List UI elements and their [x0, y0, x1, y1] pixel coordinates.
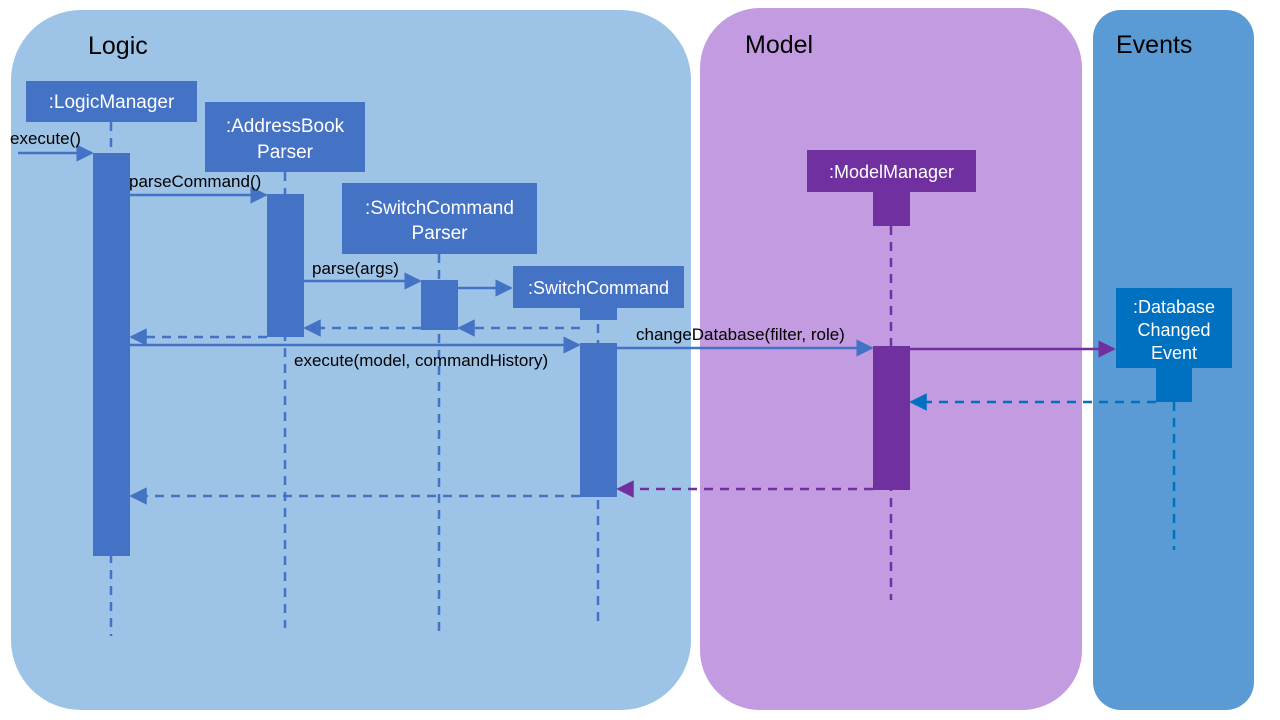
- participant-address-book-parser: :AddressBook Parser: [205, 102, 365, 172]
- address-book-parser-label-line1: :AddressBook: [226, 116, 345, 137]
- switch-command-parser-label-line1: :SwitchCommand: [365, 198, 514, 219]
- label-execute: execute(): [10, 129, 81, 148]
- label-parse-command: parseCommand(): [129, 172, 261, 191]
- database-changed-event-label-line2: Changed: [1137, 320, 1210, 340]
- model-manager-label: :ModelManager: [829, 162, 954, 182]
- activation-address-book-parser: [267, 194, 304, 337]
- activation-switch-command-execute: [580, 343, 617, 497]
- activation-model-manager: [873, 346, 910, 490]
- activation-database-changed-event: [1156, 368, 1192, 402]
- activation-logic-manager: [93, 153, 130, 556]
- switch-command-label: :SwitchCommand: [528, 278, 669, 298]
- activation-model-manager-head: [873, 192, 910, 226]
- label-parse-args: parse(args): [312, 259, 399, 278]
- participant-switch-command-parser: :SwitchCommand Parser: [342, 183, 537, 254]
- events-title: Events: [1116, 31, 1192, 59]
- label-execute-model: execute(model, commandHistory): [294, 351, 548, 370]
- database-changed-event-label-line3: Event: [1151, 343, 1197, 363]
- logic-title: Logic: [88, 32, 148, 60]
- participant-logic-manager: :LogicManager: [26, 81, 197, 122]
- address-book-parser-label-line2: Parser: [257, 142, 314, 163]
- database-changed-event-label-line1: :Database: [1133, 297, 1215, 317]
- model-title: Model: [745, 31, 813, 59]
- activation-switch-command-create: [580, 308, 617, 320]
- logic-manager-label: :LogicManager: [49, 92, 175, 113]
- label-change-database: changeDatabase(filter, role): [636, 325, 845, 344]
- switch-command-parser-label-line2: Parser: [412, 223, 469, 244]
- activation-switch-command-parser: [421, 280, 458, 330]
- participant-database-changed-event: :Database Changed Event: [1116, 288, 1232, 368]
- participant-switch-command: :SwitchCommand: [513, 266, 684, 308]
- participant-model-manager: :ModelManager: [807, 150, 976, 192]
